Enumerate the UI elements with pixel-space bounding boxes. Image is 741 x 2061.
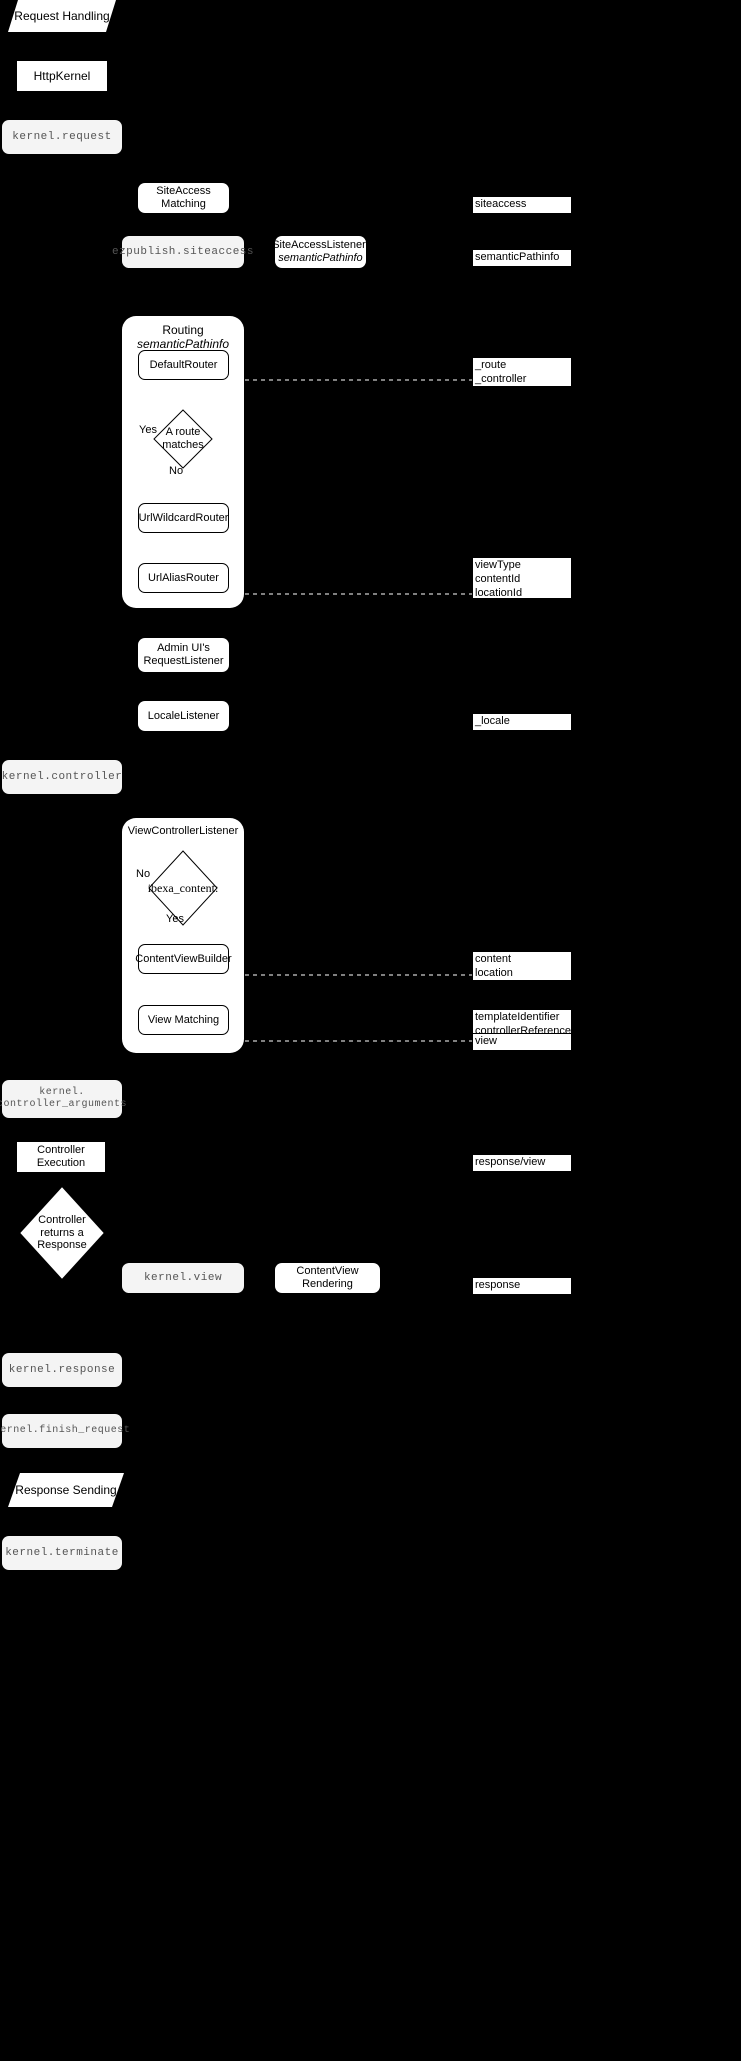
attr-semanticpathinfo: semanticPathinfo <box>472 249 572 267</box>
node-httpkernel[interactable]: HttpKernel <box>16 60 108 92</box>
node-label-line2: semanticPathinfo <box>278 252 363 264</box>
node-label: ContentViewBuilder <box>135 952 232 965</box>
group-viewcontrollerlistener-title: ViewControllerListener <box>122 825 244 838</box>
node-locale-listener[interactable]: LocaleListener <box>138 701 229 731</box>
attr-view: view <box>472 1033 572 1051</box>
node-admin-ui-request-listener[interactable]: Admin UI's RequestListener <box>138 638 229 672</box>
event-label: kernel.response <box>8 1363 116 1376</box>
node-label: ContentView Rendering <box>296 1265 359 1290</box>
banner-request-handling: Request Handling <box>8 0 116 32</box>
decision-shape <box>148 850 218 926</box>
node-url-alias-router[interactable]: UrlAliasRouter <box>138 563 229 593</box>
event-label: kernel.view <box>143 1271 223 1284</box>
node-label-line1: SiteAccessListener: <box>272 239 369 252</box>
event-label: kernel.controller <box>1 770 123 783</box>
edge-label-route-yes: Yes <box>139 424 157 436</box>
attr-viewtype-contentid-locationid: viewType contentId locationId <box>472 557 572 599</box>
group-title-line1: ViewControllerListener <box>127 825 239 837</box>
node-view-matching[interactable]: View Matching <box>138 1005 229 1035</box>
decision-ibexa-content[interactable]: ibexa_content: <box>148 850 218 926</box>
edge-label-ibexa-yes: Yes <box>166 913 184 925</box>
decision-shape <box>153 409 213 469</box>
group-title-prefix: Routing <box>162 323 204 337</box>
node-default-router[interactable]: DefaultRouter <box>138 350 229 380</box>
decision-label: Controller returns a Response <box>20 1187 104 1279</box>
attr-route-controller: _route _controller <box>472 357 572 387</box>
node-label: Controller Execution <box>36 1144 86 1169</box>
edge-label-ibexa-no: No <box>136 868 151 880</box>
decision-label-line2: returns a <box>40 1226 84 1239</box>
node-label: UrlWildcardRouter <box>138 511 229 524</box>
event-label: kernel. controller_arguments <box>0 1087 128 1110</box>
event-kernel-terminate[interactable]: kernel.terminate <box>2 1536 122 1570</box>
node-label: HttpKernel <box>33 68 91 83</box>
event-kernel-controller[interactable]: kernel.controller <box>2 760 122 794</box>
decision-label-line1: A route <box>165 426 201 439</box>
node-label: DefaultRouter <box>149 358 218 371</box>
decision-route-matches[interactable]: A route matches <box>153 409 213 469</box>
attr-content-location: content location <box>472 951 572 981</box>
attr-response: response <box>472 1277 572 1295</box>
node-siteaccess-matching[interactable]: SiteAccess Matching <box>138 183 229 213</box>
node-contentview-rendering[interactable]: ContentView Rendering <box>275 1263 380 1293</box>
attr-response-view: response/view <box>472 1154 572 1172</box>
decision-shape <box>20 1187 104 1279</box>
banner-response-sending: Response Sending <box>8 1473 124 1507</box>
node-label: View Matching <box>147 1013 220 1026</box>
event-kernel-controller-arguments[interactable]: kernel. controller_arguments <box>0 1080 127 1118</box>
event-kernel-request[interactable]: kernel.request <box>2 120 122 154</box>
decision-label-line1: Controller <box>38 1213 86 1226</box>
node-content-view-builder[interactable]: ContentViewBuilder <box>135 944 232 974</box>
group-title-italic: semanticPathinfo <box>136 337 230 352</box>
decision-label: ibexa_content: <box>147 880 219 895</box>
event-ezpublish-siteaccess[interactable]: ezpublish.siteaccess <box>112 236 254 268</box>
attr-locale: _locale <box>472 713 572 731</box>
attr-siteaccess: siteaccess <box>472 196 572 214</box>
banner-label: Request Handling <box>14 8 110 23</box>
event-kernel-finish-request[interactable]: kernel.finish_request <box>0 1414 130 1448</box>
event-label: ezpublish.siteaccess <box>111 245 255 258</box>
event-kernel-response[interactable]: kernel.response <box>2 1353 122 1387</box>
node-label: UrlAliasRouter <box>148 571 219 584</box>
decision-label: A route matches <box>153 409 213 469</box>
node-siteaccess-listener[interactable]: SiteAccessListener: semanticPathinfo <box>272 236 369 268</box>
event-label: kernel.terminate <box>5 1546 119 1559</box>
decision-label-line2: matches <box>162 439 204 451</box>
node-label-line1: Admin UI's <box>157 642 210 655</box>
node-label: SiteAccess Matching <box>156 185 211 210</box>
event-label: kernel.request <box>12 130 112 143</box>
decision-label-line3: Response <box>37 1239 87 1252</box>
banner-label: Response Sending <box>15 1482 117 1497</box>
edge-label-route-no: No <box>169 465 184 477</box>
node-url-wildcard-router[interactable]: UrlWildcardRouter <box>138 503 229 533</box>
node-label-line2: RequestListener <box>143 655 224 667</box>
event-label: kernel.finish_request <box>0 1425 131 1437</box>
event-kernel-view[interactable]: kernel.view <box>122 1263 244 1293</box>
decision-controller-returns-response[interactable]: Controller returns a Response <box>20 1187 104 1279</box>
node-controller-execution[interactable]: Controller Execution <box>16 1141 106 1173</box>
node-label: LocaleListener <box>147 709 220 722</box>
